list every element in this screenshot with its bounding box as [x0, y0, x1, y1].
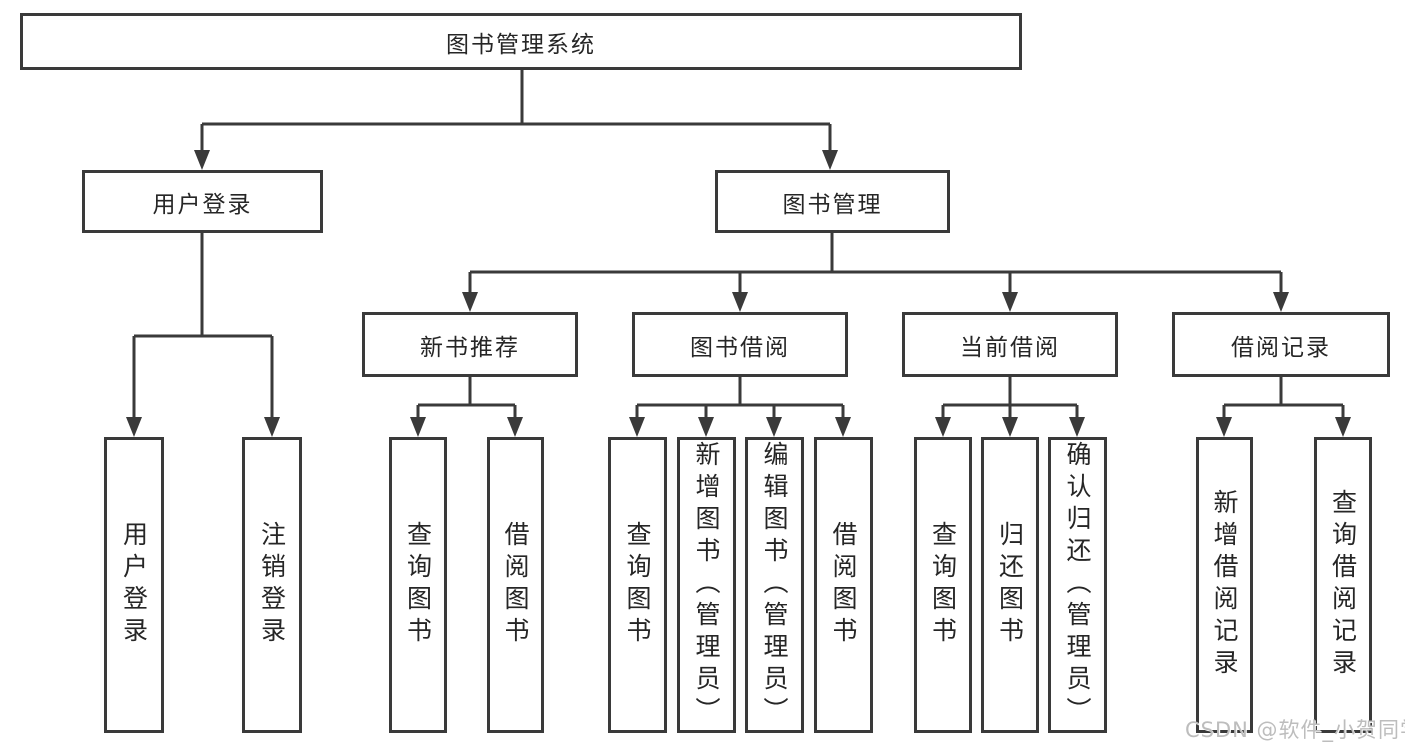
connector-root-to-level2 [194, 70, 838, 170]
leaf-add-borrow-record-label: 新增借阅记录 [1210, 489, 1239, 681]
leaf-confirm-return-admin: 确认归还（管理员） [1048, 437, 1107, 733]
leaf-logout-label: 注销登录 [257, 521, 287, 649]
leaf-logout: 注销登录 [242, 437, 302, 733]
leaf-user-login: 用户登录 [104, 437, 164, 733]
node-root: 图书管理系统 [20, 13, 1022, 70]
leaf-borrow-books-label: 借阅图书 [829, 521, 858, 649]
leaf-query-books-borrow: 查询图书 [608, 437, 667, 733]
node-current-borrow: 当前借阅 [902, 312, 1118, 377]
connector-book-management-to-level3 [462, 233, 1289, 312]
node-book-management-label: 图书管理 [782, 191, 883, 218]
leaf-borrow-books-recommend-label: 借阅图书 [501, 521, 530, 649]
leaf-add-borrow-record: 新增借阅记录 [1196, 437, 1253, 733]
leaf-query-books-recommend: 查询图书 [389, 437, 447, 733]
csdn-watermark: CSDN @软件_小贺同学 [1185, 718, 1405, 742]
connector-user-login-to-leaves [126, 233, 280, 437]
leaf-return-book: 归还图书 [981, 437, 1039, 733]
leaf-borrow-books-recommend: 借阅图书 [487, 437, 544, 733]
node-user-login-label: 用户登录 [152, 191, 253, 218]
leaf-return-book-label: 归还图书 [995, 521, 1025, 649]
node-user-login: 用户登录 [82, 170, 323, 233]
connector-new-book-recommend-to-leaves [410, 377, 523, 437]
leaf-edit-book-admin: 编辑图书（管理员） [745, 437, 804, 733]
node-new-book-recommend-label: 新书推荐 [420, 334, 520, 361]
leaf-query-books-borrow-label: 查询图书 [623, 521, 652, 649]
leaf-confirm-return-admin-label: 确认归还（管理员） [1063, 441, 1092, 729]
node-book-management: 图书管理 [715, 170, 950, 233]
node-borrow-records-label: 借阅记录 [1231, 334, 1331, 361]
node-book-borrow-label: 图书借阅 [690, 334, 790, 361]
connector-current-borrow-to-leaves [935, 377, 1085, 437]
node-root-label: 图书管理系统 [446, 31, 596, 58]
connector-borrow-records-to-leaves [1216, 377, 1351, 437]
leaf-query-books-recommend-label: 查询图书 [403, 521, 433, 649]
connector-book-borrow-to-leaves [629, 377, 851, 437]
leaf-query-books-current-label: 查询图书 [928, 521, 958, 649]
leaf-query-borrow-record-label: 查询借阅记录 [1328, 489, 1358, 681]
node-new-book-recommend: 新书推荐 [362, 312, 578, 377]
leaf-query-borrow-record: 查询借阅记录 [1314, 437, 1372, 733]
leaf-add-book-admin-label: 新增图书（管理员） [692, 441, 721, 729]
node-book-borrow: 图书借阅 [632, 312, 848, 377]
node-current-borrow-label: 当前借阅 [960, 334, 1060, 361]
leaf-borrow-books: 借阅图书 [814, 437, 873, 733]
leaf-add-book-admin: 新增图书（管理员） [677, 437, 736, 733]
leaf-edit-book-admin-label: 编辑图书（管理员） [760, 441, 789, 729]
leaf-query-books-current: 查询图书 [914, 437, 972, 733]
leaf-user-login-label: 用户登录 [119, 521, 149, 649]
node-borrow-records: 借阅记录 [1172, 312, 1390, 377]
